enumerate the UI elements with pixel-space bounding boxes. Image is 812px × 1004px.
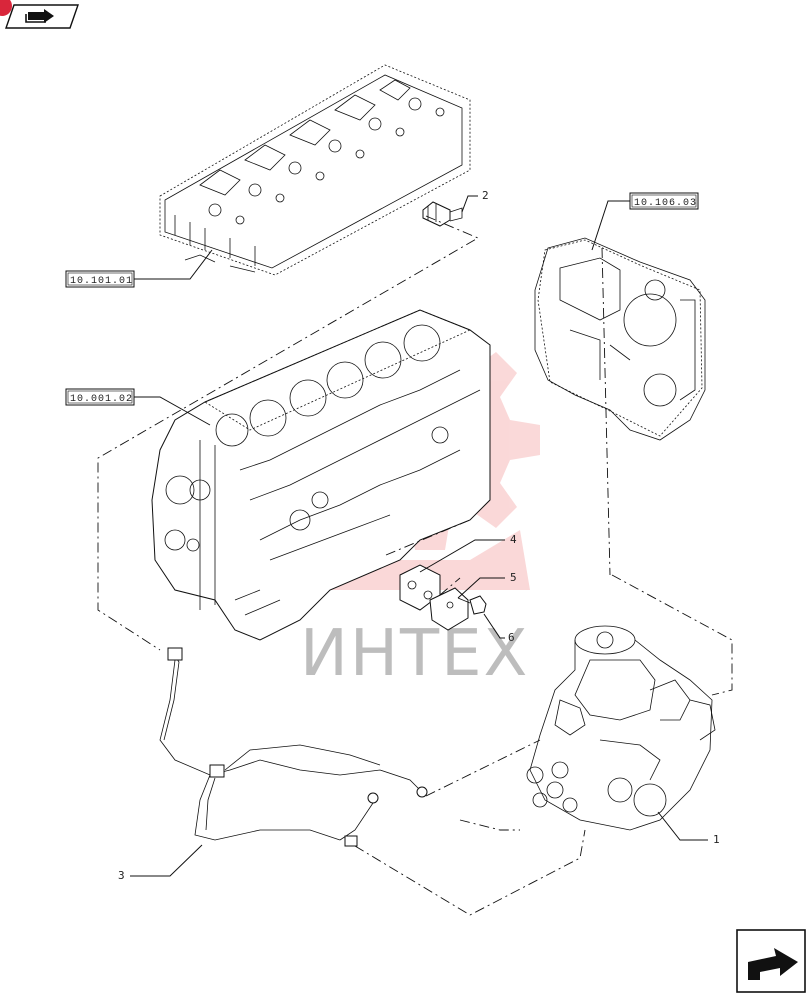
temperature-sensor-part [422,201,463,227]
injection-pump-drawing [526,625,716,831]
callout-4: 4 [510,533,517,546]
reference-box-timing-case[interactable]: 10.106.03 [629,192,699,210]
callout-3: 3 [118,869,125,882]
wiring-harness-part [159,647,428,847]
reference-box-cylinder-head[interactable]: 10.101.01 [65,270,135,288]
reference-label: 10.001.02 [70,394,133,405]
callout-1: 1 [713,833,720,846]
reference-box-engine-block[interactable]: 10.001.02 [65,388,135,406]
reference-label: 10.101.01 [70,276,133,287]
callout-6: 6 [508,631,515,644]
callout-5: 5 [510,571,517,584]
engine-block-drawing [151,309,491,641]
watermark-text: ИНТЕХ [300,617,529,691]
book-arrow-icon[interactable] [0,0,79,29]
timing-case-drawing [534,237,706,441]
bolt-part [457,595,487,615]
cylinder-head-drawing [159,64,471,276]
callout-2: 2 [482,189,489,202]
reference-label: 10.106.03 [634,198,697,209]
next-page-arrow-icon[interactable] [736,929,806,993]
